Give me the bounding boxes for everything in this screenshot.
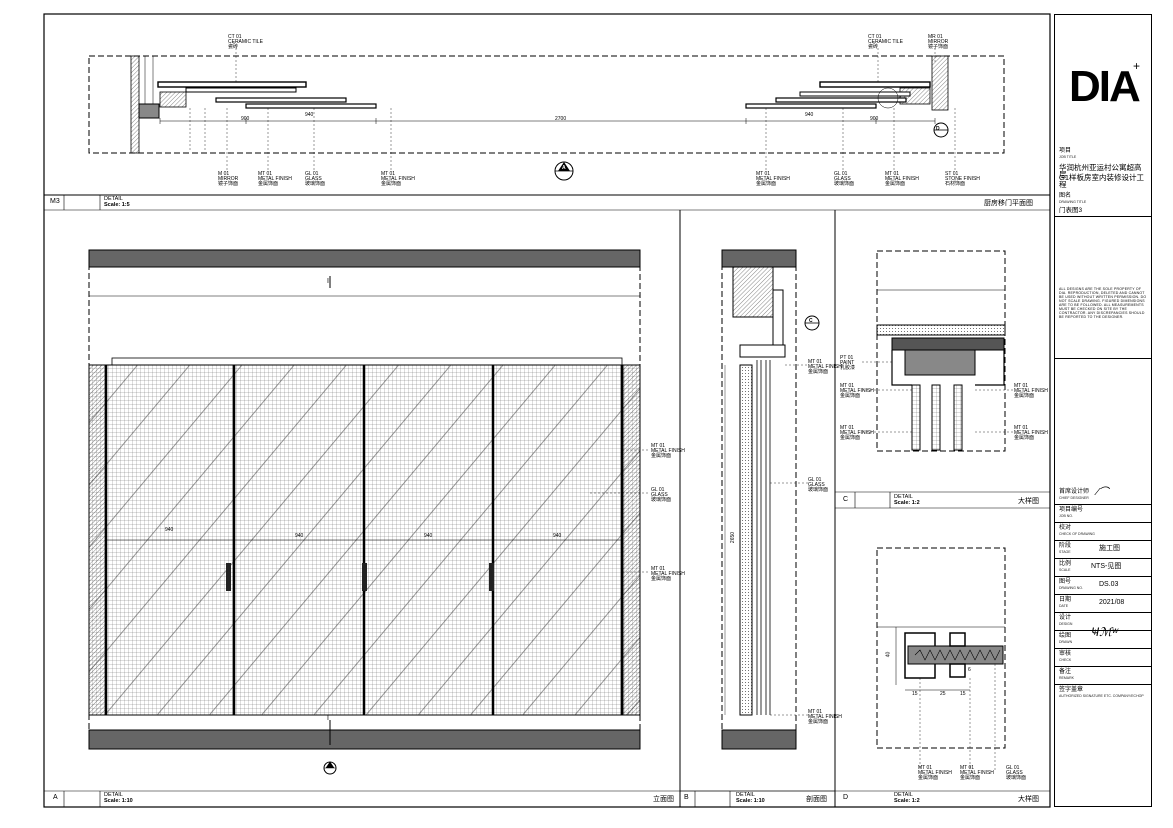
panel-b-scale: Scale: 1:10 (736, 798, 765, 804)
sheet-frame (43, 13, 1051, 808)
d-dim-4: 6 (968, 667, 971, 673)
panel-a-detail-label: DETAIL (104, 792, 123, 798)
chief-designer-signature: ⁄⌒ (1097, 487, 1109, 498)
panel-m3-scale: Scale: 1:5 (104, 202, 130, 208)
panel-d-id: D (843, 794, 849, 801)
panel-a-scale: Scale: 1:10 (104, 798, 133, 804)
panel-m3-id: M3 (50, 198, 60, 205)
panel-a-id: A (53, 794, 58, 801)
project-name-2: G1样板房室内装修设计工程 (1059, 173, 1145, 189)
m3-viewport (88, 55, 1005, 154)
a-dim-1: 940 (295, 533, 304, 539)
panel-d-scale: Scale: 1:2 (894, 798, 920, 804)
panel-d-detail (876, 547, 1006, 770)
drawing-title: 门表图3 (1059, 207, 1083, 214)
axis-marker-top: I (327, 278, 329, 285)
panel-b-detail-label: DETAIL (736, 792, 755, 798)
panel-b-id: B (684, 794, 689, 801)
axis-marker-bottom: I (327, 715, 329, 722)
d-dim-2: 25 (940, 691, 946, 697)
panel-d-detail-label: DETAIL (894, 792, 913, 798)
notice-text: ALL DESIGNS ARE THE SOLE PROPERTY OF DIA… (1059, 287, 1147, 319)
b-height-dim: 2650 (730, 531, 737, 544)
a-dim-0: 940 (165, 527, 174, 533)
dim-2: 940 (305, 112, 314, 118)
panel-b-title: 剖面图 (806, 796, 827, 803)
panel-c-detail (835, 250, 1050, 509)
panel-m3-title: 厨房移门平面图 (984, 200, 1033, 207)
section-marker-d: D (936, 126, 940, 132)
project-name-1: 华润杭州亚运村公寓超高层 (1059, 163, 1142, 179)
panel-a-title: 立面图 (653, 796, 674, 803)
dim-3: 2700 (555, 116, 567, 122)
dim-1: 900 (241, 116, 250, 122)
drawn-signature: Ҹℳʷ (1091, 625, 1119, 639)
d-dim-0: 40 (885, 651, 892, 658)
dia-logo: DIA (1069, 62, 1141, 111)
dim-4: 940 (805, 112, 814, 118)
section-marker-c: C (809, 318, 813, 324)
panel-m3-plan (44, 48, 1050, 211)
panel-a-elevation (44, 210, 1050, 807)
panel-c-id: C (843, 496, 849, 503)
dim-5: 900 (870, 116, 879, 122)
logo-plus-icon: + (1133, 59, 1141, 73)
a-dim-3: 940 (553, 533, 562, 539)
panel-c-title: 大样图 (1018, 498, 1039, 505)
panel-c-scale: Scale: 1:2 (894, 500, 920, 506)
panel-d-title: 大样图 (1018, 796, 1039, 803)
panel-m3-detail-label: DETAIL (104, 196, 123, 202)
section-marker-a: A (562, 165, 566, 171)
a-dim-2: 940 (424, 533, 433, 539)
panel-b-section (680, 210, 836, 807)
d-dim-3: 15 (960, 691, 966, 697)
panel-c-detail-label: DETAIL (894, 494, 913, 500)
d-dim-1: 15 (912, 691, 918, 697)
